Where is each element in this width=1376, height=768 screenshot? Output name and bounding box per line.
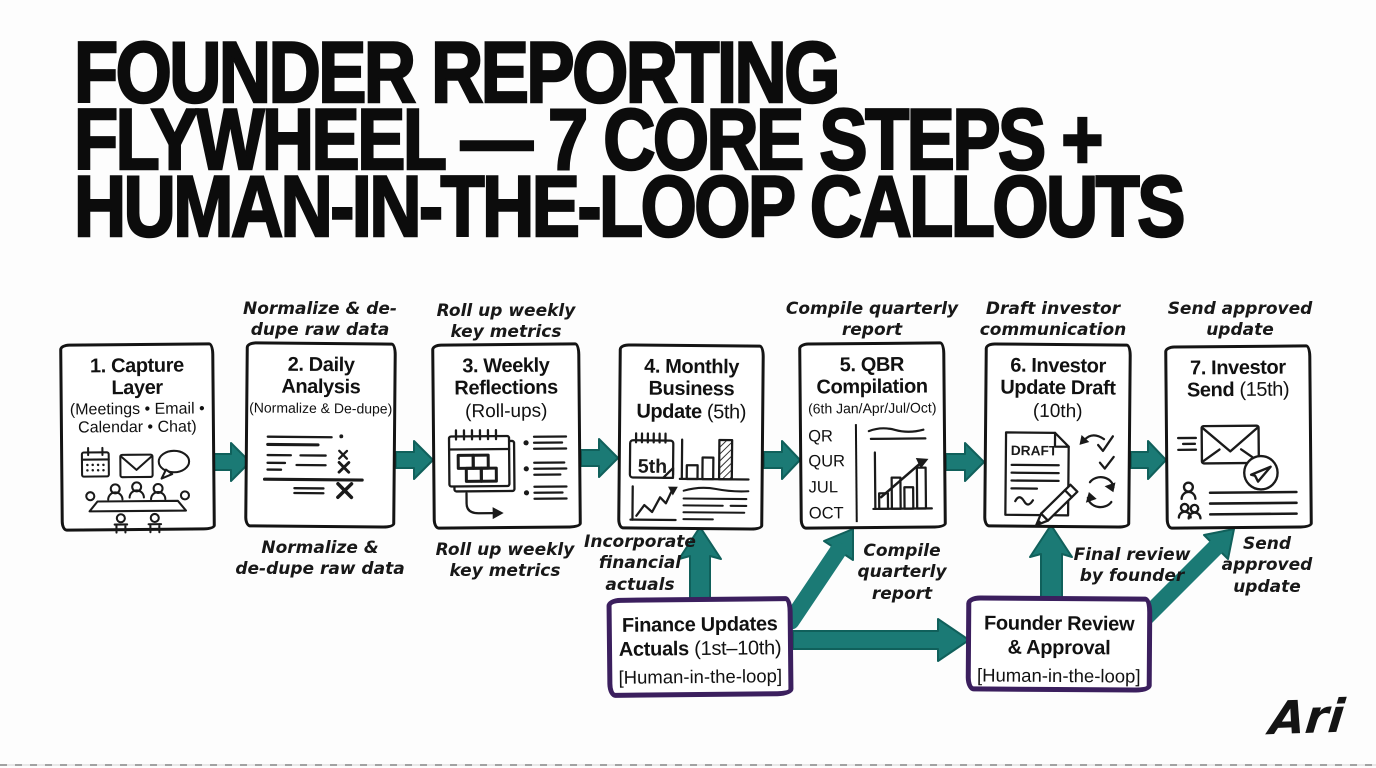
step-box-2-daily-analysis: 2. Daily Analysis (Normalize & De-dupe) xyxy=(244,341,397,529)
step-box-6-investor-update-draft: 6. Investor Update Draft (10th) DRAFT xyxy=(983,342,1132,529)
annotation-send-approved: Send approved update xyxy=(1221,534,1313,597)
annotation-above-step6: Draft investor communication xyxy=(979,299,1127,341)
title-line-2: FLYWHEEL — 7 CORE STEPS + xyxy=(73,92,1105,188)
bar-chart-icon xyxy=(678,438,750,481)
weekly-rollup-icon xyxy=(447,428,568,519)
bullet-list-icon xyxy=(522,434,568,500)
annotation-below-step2: Normalize & de-dupe raw data xyxy=(235,538,405,580)
arrow-finance-to-founder xyxy=(792,618,970,662)
title-line-1: FOUNDER REPORTING xyxy=(73,25,841,121)
artist-signature: Ari xyxy=(1266,688,1348,746)
step-box-1-capture-layer: 1. Capture Layer (Meetings • Email • Cal… xyxy=(59,342,216,534)
callout-founder-title-text: Founder Review & Approval xyxy=(983,612,1135,659)
step-4-date: (5th) xyxy=(706,400,747,424)
step-box-5-qbr-compilation: 5. QBR Compilation (6th Jan/Apr/Jul/Oct)… xyxy=(798,341,947,530)
meeting-table-icon xyxy=(84,480,190,534)
callout-finance-title: Finance Updates Actuals (1st–10th) xyxy=(612,613,788,662)
callout-founder-review: Founder Review & Approval [Human-in-the-… xyxy=(965,595,1153,693)
human-in-the-loop-tag: [Human-in-the-loop] xyxy=(618,665,783,689)
speed-lines-icon xyxy=(1176,436,1197,451)
draft-label: DRAFT xyxy=(1010,443,1057,458)
annotation-above-step2: Normalize & de- dupe raw data xyxy=(243,299,397,341)
review-check-icons xyxy=(1078,433,1115,508)
step-box-4-monthly-business-update: 4. Monthly Business Update (5th) 5th xyxy=(617,343,765,531)
calendar-day-label: 5th xyxy=(638,456,668,478)
step-2-subtitle: (Normalize & De-dupe) xyxy=(249,399,393,417)
arrow-step3-step4 xyxy=(580,438,619,478)
quarter-list: QR QUR JUL OCT xyxy=(808,422,846,527)
step-7-date: (15th) xyxy=(1239,378,1290,402)
arrow-step4-step5 xyxy=(763,440,801,480)
annotation-above-step3: Roll up weekly key metrics xyxy=(436,301,576,343)
title-line-3: HUMAN-IN-THE-LOOP CALLOUTS xyxy=(73,159,1187,255)
step-6-subtitle: (10th) xyxy=(1032,400,1083,422)
callout-founder-title: Founder Review & Approval xyxy=(971,612,1147,660)
calendar-icon xyxy=(80,446,110,478)
step-4-title: 4. Monthly Business Update (5th) xyxy=(621,355,762,424)
divider-line xyxy=(854,424,858,523)
callout-finance-detail: (1st–10th) xyxy=(694,636,782,660)
step-2-title: 2. Daily Analysis xyxy=(281,353,361,399)
arrow-step6-step7 xyxy=(1130,440,1167,480)
arrow-step2-step3 xyxy=(395,440,434,480)
step-box-3-weekly-reflections: 3. Weekly Reflections (Roll-ups) xyxy=(431,342,582,530)
annotation-above-step7: Send approved update xyxy=(1167,299,1313,341)
step-6-title: 6. Investor Update Draft xyxy=(1000,354,1116,400)
page-title: FOUNDER REPORTING FLYWHEEL — 7 CORE STEP… xyxy=(73,25,1376,255)
trend-line-icon xyxy=(629,485,678,522)
recipients-icon xyxy=(1177,481,1202,520)
annotation-below-step3: Roll up weekly key metrics xyxy=(435,540,575,582)
step-1-subtitle: (Meetings • Email • Calendar • Chat) xyxy=(69,400,205,437)
step-1-title: 1. Capture Layer xyxy=(89,354,184,400)
arrow-step5-step6 xyxy=(945,442,985,482)
draft-document-icon: DRAFT xyxy=(1003,430,1070,517)
step-3-subtitle: (Roll-ups) xyxy=(465,400,548,423)
send-update-icons xyxy=(1176,424,1298,520)
text-lines-icon xyxy=(682,486,750,521)
annotation-incorporate-financials: Incorporate financial actuals xyxy=(584,532,696,595)
capture-sources-icon xyxy=(80,446,190,534)
quarter-item: OCT xyxy=(808,503,844,523)
calendar-grid-icon xyxy=(447,428,516,493)
calendar-5th-icon: 5th xyxy=(628,432,675,480)
monthly-update-icons: 5th xyxy=(628,432,750,522)
send-envelope-icon xyxy=(1199,424,1279,491)
envelope-icon xyxy=(118,453,154,478)
dedupe-list-icon xyxy=(262,434,364,499)
callout-finance-updates: Finance Updates Actuals (1st–10th) [Huma… xyxy=(606,596,794,698)
step-7-title: 7. Investor Send (15th) xyxy=(1167,356,1308,402)
bottom-edge-artifact xyxy=(0,764,1376,766)
step-box-7-investor-send: 7. Investor Send (15th) xyxy=(1164,344,1313,530)
qbr-chart-icon xyxy=(867,427,933,510)
pencil-icon xyxy=(1034,483,1078,527)
quarter-item: QUR xyxy=(808,452,846,471)
human-in-the-loop-tag: [Human-in-the-loop] xyxy=(976,664,1141,687)
step-5-subtitle: (6th Jan/Apr/Jul/Oct) xyxy=(807,399,937,417)
annotation-compile-quarterly: Compile quarterly report xyxy=(857,541,947,604)
chat-bubble-icon xyxy=(157,449,190,480)
recipient-lines-icon xyxy=(1208,490,1298,516)
quarter-item: QR xyxy=(808,427,833,446)
step-3-title: 3. Weekly Reflections xyxy=(454,354,558,400)
step-5-title: 5. QBR Compilation xyxy=(816,353,928,399)
quarter-item: JUL xyxy=(808,478,839,497)
annotation-above-step5: Compile quarterly report xyxy=(785,299,959,341)
loop-arrow-icon xyxy=(464,491,504,519)
draft-document-icons: DRAFT xyxy=(1003,430,1115,527)
